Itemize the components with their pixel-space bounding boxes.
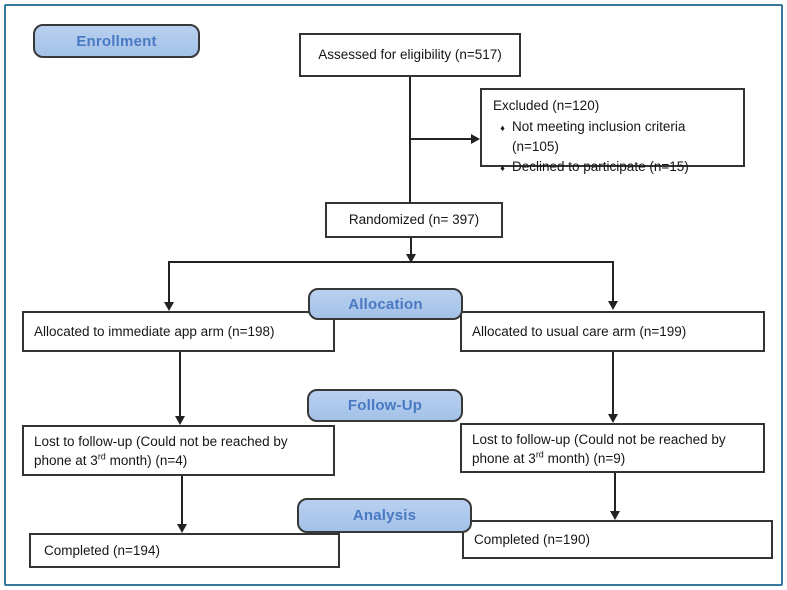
arrowhead-app-completed-icon: [176, 524, 187, 533]
ordinal-superscript: rd: [97, 451, 106, 462]
allocated-app-arm-box: Allocated to immediate app arm (n=198): [22, 311, 335, 352]
excluded-item-text: Declined to participate (n=15): [512, 159, 689, 174]
bullet-diamond-icon: ♦: [500, 163, 505, 173]
enrollment-stage-badge: Enrollment: [33, 24, 200, 58]
bullet-diamond-icon: ♦: [500, 123, 505, 133]
diagram-frame-border: [4, 4, 783, 586]
assessed-eligibility-box: Assessed for eligibility (n=517): [299, 33, 521, 77]
completed-usual-label: Completed (n=190): [474, 531, 590, 547]
branch-line: [168, 261, 614, 263]
connector-usual-to-completed: [614, 473, 616, 511]
randomized-box: Randomized (n= 397): [325, 202, 503, 238]
connector-branch-to-usual-arm: [612, 262, 614, 302]
arrowhead-usual-arm-icon: [607, 301, 618, 310]
allocation-stage-badge: Allocation: [308, 288, 463, 320]
arrowhead-excluded-icon: [471, 133, 480, 144]
arrowhead-usual-completed-icon: [609, 511, 620, 520]
followup-stage-label: Follow-Up: [347, 397, 423, 414]
connector-to-excluded: [410, 138, 472, 140]
enrollment-stage-label: Enrollment: [76, 32, 157, 50]
connector-usual-to-followup: [612, 352, 614, 414]
lost-followup-usual-box: Lost to follow-up (Could not be reached …: [460, 423, 765, 473]
connector-app-to-completed: [181, 476, 183, 524]
lost-app-line2-end: month) (n=4): [105, 453, 188, 468]
excluded-title: Excluded (n=120): [493, 98, 600, 113]
allocated-usual-care-box: Allocated to usual care arm (n=199): [460, 311, 765, 352]
lost-followup-usual-label: Lost to follow-up (Could not be reached …: [472, 430, 726, 468]
followup-stage-badge: Follow-Up: [307, 389, 463, 422]
excluded-content: Excluded (n=120) ♦ Not meeting inclusion…: [482, 90, 743, 184]
lost-app-line2: phone at 3: [34, 453, 98, 468]
lost-usual-line2: phone at 3: [472, 451, 536, 466]
completed-app-label: Completed (n=194): [44, 542, 160, 558]
excluded-box: Excluded (n=120) ♦ Not meeting inclusion…: [480, 88, 745, 174]
lost-usual-line2-end: month) (n=9): [543, 451, 626, 466]
allocated-app-arm-label: Allocated to immediate app arm (n=198): [34, 323, 275, 339]
lost-usual-line1: Lost to follow-up (Could not be reached …: [472, 432, 726, 447]
excluded-item: ♦ Not meeting inclusion criteria (n=105): [493, 117, 735, 157]
excluded-item-text: Not meeting inclusion criteria (n=105): [512, 119, 686, 154]
arrowhead-app-arm-icon: [163, 302, 174, 311]
arrowhead-app-followup-icon: [174, 416, 185, 425]
analysis-stage-label: Analysis: [352, 507, 417, 524]
excluded-item: ♦ Declined to participate (n=15): [493, 157, 735, 178]
connector-assessed-to-randomized: [409, 77, 411, 203]
arrowhead-branch-icon: [405, 254, 416, 263]
connector-app-to-followup: [179, 352, 181, 416]
randomized-label: Randomized (n= 397): [348, 212, 480, 227]
assessed-eligibility-label: Assessed for eligibility (n=517): [318, 47, 502, 62]
completed-usual-box: Completed (n=190): [462, 520, 773, 559]
lost-followup-app-label: Lost to follow-up (Could not be reached …: [34, 432, 288, 470]
connector-branch-to-app-arm: [168, 262, 170, 303]
allocation-stage-label: Allocation: [348, 295, 423, 313]
analysis-stage-badge: Analysis: [297, 498, 472, 533]
arrowhead-usual-followup-icon: [607, 414, 618, 423]
lost-followup-app-box: Lost to follow-up (Could not be reached …: [22, 425, 335, 476]
completed-app-box: Completed (n=194): [29, 533, 340, 568]
allocated-usual-care-label: Allocated to usual care arm (n=199): [472, 323, 687, 339]
ordinal-superscript: rd: [535, 449, 544, 460]
lost-app-line1: Lost to follow-up (Could not be reached …: [34, 434, 288, 449]
connector-randomized-to-branch: [410, 238, 412, 255]
